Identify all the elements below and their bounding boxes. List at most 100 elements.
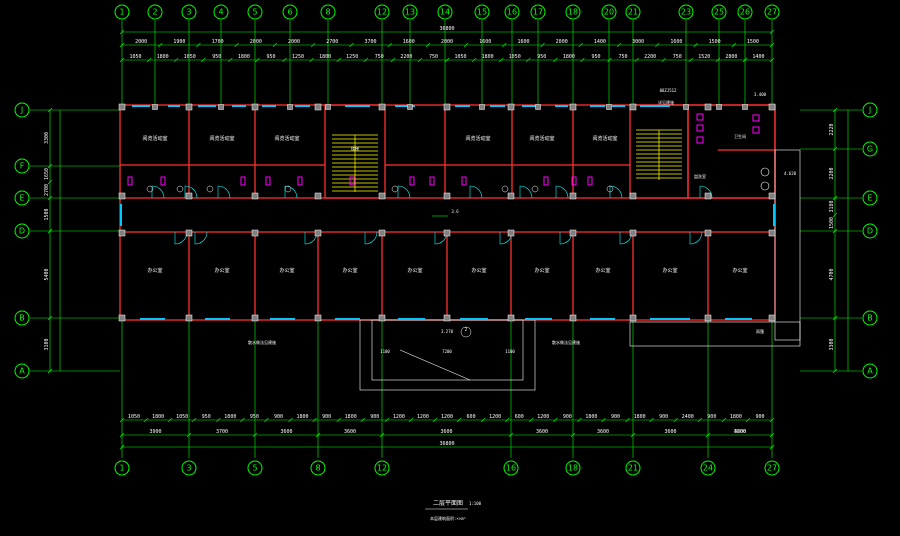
- dim-top-row2-tick: [390, 57, 396, 63]
- column: [251, 229, 259, 237]
- dim-top-row1-text: 1600: [517, 39, 529, 45]
- axis-bubble-bottom: 8: [310, 460, 326, 476]
- dim-bottom-row2-tick: [252, 432, 258, 438]
- column: [704, 229, 712, 237]
- dim-top-row2-tick: [201, 57, 206, 63]
- sink-fixture: [543, 176, 549, 186]
- column: [629, 229, 637, 237]
- axis-bubble-top-label: 14: [440, 8, 450, 17]
- sink-fixture: [160, 176, 166, 186]
- door-swing: [397, 185, 411, 199]
- dim-bottom-row2-tick: [769, 432, 775, 438]
- room-label-south: 办公室: [147, 267, 162, 274]
- drawing-title: 二层平面图: [433, 500, 463, 507]
- sink-fixture: [409, 176, 415, 186]
- room-label-misc: 楼梯: [351, 145, 359, 151]
- dim-right-text: 3300: [829, 338, 835, 350]
- axis-bubble-left-label: D: [19, 227, 25, 236]
- dim-top-row1-text: 1500: [709, 39, 721, 45]
- dim-bottom-row2-tick: [186, 432, 192, 438]
- axis-bubble-left: J: [14, 102, 30, 118]
- room-label-north: 阅览活动室: [274, 135, 299, 142]
- axis-bubble-left: A: [14, 363, 30, 379]
- dim-top-row1-tick: [693, 42, 698, 48]
- dim-bottom-row2-text: 3600: [664, 429, 676, 435]
- axis-bubble-top-label: 27: [767, 8, 777, 17]
- axis-bubble-right-label: B: [867, 314, 873, 323]
- axis-bubble-bottom-label: 8: [315, 464, 320, 473]
- room-label-south: 办公室: [214, 267, 229, 274]
- column: [314, 192, 322, 200]
- door-swing: [689, 231, 703, 245]
- annotations: 3.6 2 3.270 08ZJ512 详见建施 4.620 3.400 110…: [248, 88, 797, 354]
- drawing-subtitle: 本层建筑面积:××m²: [430, 515, 466, 521]
- dim-bottom-row2-tick: [570, 432, 576, 438]
- dim-top-row2-text: 2200: [400, 54, 412, 60]
- south-east-platform: [629, 321, 801, 347]
- axis-bubble-top: 3: [181, 4, 197, 20]
- axis-bubble-bottom: 27: [764, 460, 780, 476]
- column: [768, 314, 776, 322]
- dim-bottom-row1-tick: [167, 417, 173, 423]
- door-swing: [151, 185, 165, 199]
- dim-left-tick: [47, 228, 53, 234]
- door-swing: [469, 185, 483, 199]
- column: [569, 192, 577, 200]
- axis-bubble-right-label: E: [867, 194, 872, 203]
- floor-drain-symbol: [391, 185, 399, 193]
- dim-right-tick: [832, 368, 838, 374]
- axis-bubble-bottom: 12: [374, 460, 390, 476]
- dim-bottom-row2-text: 3600: [536, 429, 548, 435]
- dim-bottom-row1-tick: [264, 417, 269, 423]
- dim-bottom-row1-tick: [336, 417, 341, 423]
- column: [185, 229, 193, 237]
- axis-bubble-top-label: 23: [681, 8, 691, 17]
- room-label-south: 办公室: [471, 267, 486, 274]
- room-label-south: 办公室: [407, 267, 422, 274]
- dim-bottom-row2-tick: [315, 432, 321, 438]
- dim-top-row2-text: 1050: [455, 54, 467, 60]
- dim-top-total-tick: [769, 29, 775, 35]
- column: [378, 192, 386, 200]
- dim-top-row2-tick: [661, 57, 666, 63]
- dim-top-row1-tick: [234, 42, 239, 48]
- dim-left-tick: [47, 315, 53, 321]
- dim-top-row2-tick: [444, 57, 450, 63]
- axis-bubble-bottom: 18: [565, 460, 581, 476]
- dim-bottom-row1-tick: [625, 417, 630, 423]
- dim-top-row1-tick: [387, 42, 392, 48]
- axis-bubble-right-label: J: [868, 106, 871, 115]
- dim-bottom-row2-text: 3600: [280, 429, 292, 435]
- dim-top-row1-text: 3700: [365, 39, 377, 45]
- column: [629, 192, 637, 200]
- dim-bottom-row2-text: 3900: [149, 429, 161, 435]
- sink-fixture: [461, 176, 467, 186]
- dim-right-text: 4700: [829, 268, 835, 280]
- dim-bottom-row1-tick: [240, 417, 245, 423]
- dim-top-row1-tick: [578, 42, 584, 48]
- dim-bottom-row1-tick: [432, 417, 438, 423]
- dim-top-row2-tick: [146, 57, 152, 63]
- dim-bottom-row1-text: 1200: [441, 414, 453, 420]
- gap-dim-2: 7200: [442, 349, 452, 354]
- dim-bottom-row1-text: 600: [467, 414, 476, 420]
- room-label-south: 办公室: [732, 267, 747, 274]
- column: [507, 192, 515, 200]
- door-swing: [217, 185, 231, 199]
- door-swing: [699, 185, 713, 199]
- dim-bottom-row1-text: 1800: [345, 414, 357, 420]
- dim-top-row1-tick: [310, 42, 316, 48]
- column: [606, 104, 612, 110]
- dim-top-row2-text: 1250: [292, 54, 304, 60]
- floor-drain-symbol: [501, 185, 509, 193]
- dim-top-row2-tick: [282, 57, 287, 63]
- dim-top-row2-text: 1520: [698, 54, 710, 60]
- dim-top-row1-tick: [349, 42, 354, 48]
- dim-bottom-row1-text: 1800: [152, 414, 164, 420]
- column: [251, 103, 259, 111]
- canopy-note-text: 雨篷: [756, 328, 764, 334]
- axis-bubble-bottom: 1: [114, 460, 130, 476]
- dim-top-row2-tick: [255, 57, 260, 63]
- column: [378, 229, 386, 237]
